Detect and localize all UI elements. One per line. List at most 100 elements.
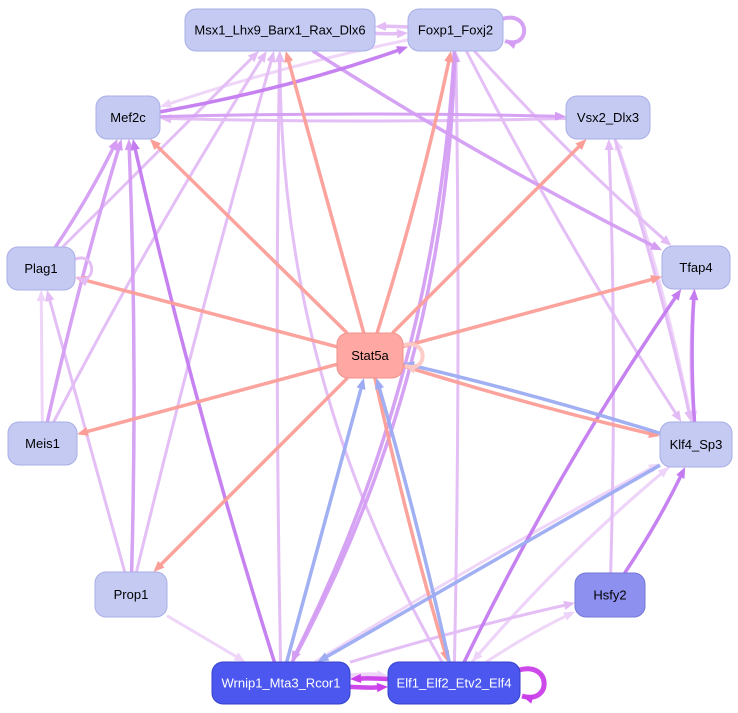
edge-elf1-foxp1 <box>451 51 461 663</box>
edge-line <box>83 278 338 349</box>
edge-line <box>349 603 567 664</box>
node-shape <box>6 246 76 291</box>
node-shape <box>7 421 78 466</box>
edge-line <box>485 614 568 664</box>
node-vsx2[interactable]: Vsx2_Dlx3 <box>565 95 651 140</box>
node-shape <box>211 661 351 705</box>
node-shape <box>565 95 651 140</box>
edge-mef2c-vsx2 <box>159 111 566 121</box>
self-loop-stat5a <box>401 342 425 374</box>
arrowhead-icon <box>153 560 165 572</box>
edge-line <box>39 298 44 423</box>
edge-stat5a-prop1 <box>153 376 349 572</box>
edge-plag1-mef2c <box>53 139 118 248</box>
node-mef2c[interactable]: Mef2c <box>95 95 161 140</box>
node-label: Stat5a <box>351 348 389 363</box>
node-label: Wrnip1_Mta3_Rcor1 <box>222 676 341 691</box>
arrowhead-icon <box>149 139 161 150</box>
arrowhead-icon <box>405 365 417 374</box>
arrowhead-icon <box>284 51 294 63</box>
edge-line <box>127 147 136 573</box>
arrowhead-icon <box>77 277 89 287</box>
arrowhead-icon <box>396 29 408 39</box>
node-meis1[interactable]: Meis1 <box>7 421 78 466</box>
node-shape <box>661 245 731 290</box>
edge-elf1-stat5a <box>375 378 451 663</box>
node-plag1[interactable]: Plag1 <box>6 246 76 291</box>
self-loop-elf1 <box>518 666 547 704</box>
edge-stat5a-meis1 <box>77 362 338 436</box>
node-shape <box>659 421 733 468</box>
arrowhead-icon <box>660 235 672 246</box>
arrowhead-icon <box>554 111 566 121</box>
edge-line <box>607 147 615 574</box>
node-label: Klf4_Sp3 <box>670 437 723 452</box>
edge-line <box>358 676 389 682</box>
edge-prop1-mef2c <box>124 139 136 573</box>
arrowhead-icon <box>160 98 172 108</box>
edge-foxp1-mef2c <box>160 38 409 108</box>
edge-stat5a-mef2c <box>149 139 349 335</box>
edge-line <box>464 50 678 416</box>
edge-wrnip1-stat5a <box>285 378 366 663</box>
node-stat5a[interactable]: Stat5a <box>336 332 404 379</box>
node-shape <box>336 332 404 379</box>
edge-stat5a-foxp1 <box>375 51 454 334</box>
edge-prop1-msx1 <box>134 51 276 573</box>
arrowhead-icon <box>671 410 682 422</box>
self-loop-foxp1 <box>501 15 527 49</box>
arrowhead-icon <box>671 289 682 301</box>
node-prop1[interactable]: Prop1 <box>94 571 168 618</box>
edge-prop1-wrnip1 <box>166 614 246 662</box>
node-klf4[interactable]: Klf4_Sp3 <box>659 421 733 468</box>
edge-line <box>168 38 409 106</box>
edge-foxp1-msx1 <box>375 21 409 31</box>
node-shape <box>387 661 521 705</box>
edge-mef2c-foxp1 <box>159 46 408 114</box>
arrowhead-icon <box>356 378 366 390</box>
edge-line <box>470 471 664 663</box>
node-elf1[interactable]: Elf1_Elf2_Etv2_Elf4 <box>387 661 521 705</box>
self-loop-plag1 <box>73 256 94 287</box>
arrowhead-icon <box>233 652 246 662</box>
arrowhead-icon <box>77 426 89 436</box>
edge-line <box>324 463 661 660</box>
edge-elf1-tfap4 <box>462 289 682 663</box>
node-tfap4[interactable]: Tfap4 <box>661 245 731 290</box>
node-label: Tfap4 <box>679 260 712 275</box>
nodes-layer: Msx1_Lhx9_Barx1_Rax_Dlx6 Foxp1_Foxj2Mef2c… <box>6 8 733 705</box>
edge-wrnip1-elf1 <box>349 682 388 693</box>
edge-line <box>159 112 558 119</box>
arrowhead-icon <box>689 289 699 301</box>
edge-stat5a-tfap4 <box>402 275 662 349</box>
edge-line <box>314 466 653 664</box>
arrowhead-icon <box>604 139 614 151</box>
arrowhead-icon <box>317 652 330 662</box>
node-label: Vsx2_Dlx3 <box>577 110 639 125</box>
node-wrnip1[interactable]: Wrnip1_Mta3_Rcor1 <box>211 661 351 705</box>
arrowhead-icon <box>650 275 662 284</box>
node-label: Elf1_Elf2_Etv2_Elf4 <box>397 676 512 691</box>
edge-klf4-tfap4 <box>689 289 699 423</box>
arrowhead-icon <box>684 410 694 422</box>
node-hsfy2[interactable]: Hsfy2 <box>574 572 646 618</box>
edge-line <box>275 59 283 663</box>
edge-klf4-elf1 <box>472 465 671 662</box>
node-label: Plag1 <box>24 261 57 276</box>
node-label: Msx1_Lhx9_Barx1_Rax_Dlx6 <box>194 23 365 38</box>
edge-line <box>411 363 661 435</box>
node-shape <box>574 572 646 618</box>
edge-foxp1-klf4 <box>464 50 682 422</box>
node-msx1[interactable]: Msx1_Lhx9_Barx1_Rax_Dlx6 <box>184 8 376 52</box>
edge-plag1-msx1 <box>61 51 259 249</box>
edges-layer <box>36 21 699 693</box>
node-foxp1[interactable]: Foxp1_Foxj2 <box>407 8 504 52</box>
arrowhead-icon <box>350 673 362 684</box>
edge-meis1-plag1 <box>36 290 46 423</box>
edge-line <box>285 386 364 663</box>
edge-line <box>391 144 582 335</box>
edge-elf1-wrnip1 <box>350 673 389 684</box>
edge-line <box>166 614 239 659</box>
node-label: Meis1 <box>25 436 60 451</box>
